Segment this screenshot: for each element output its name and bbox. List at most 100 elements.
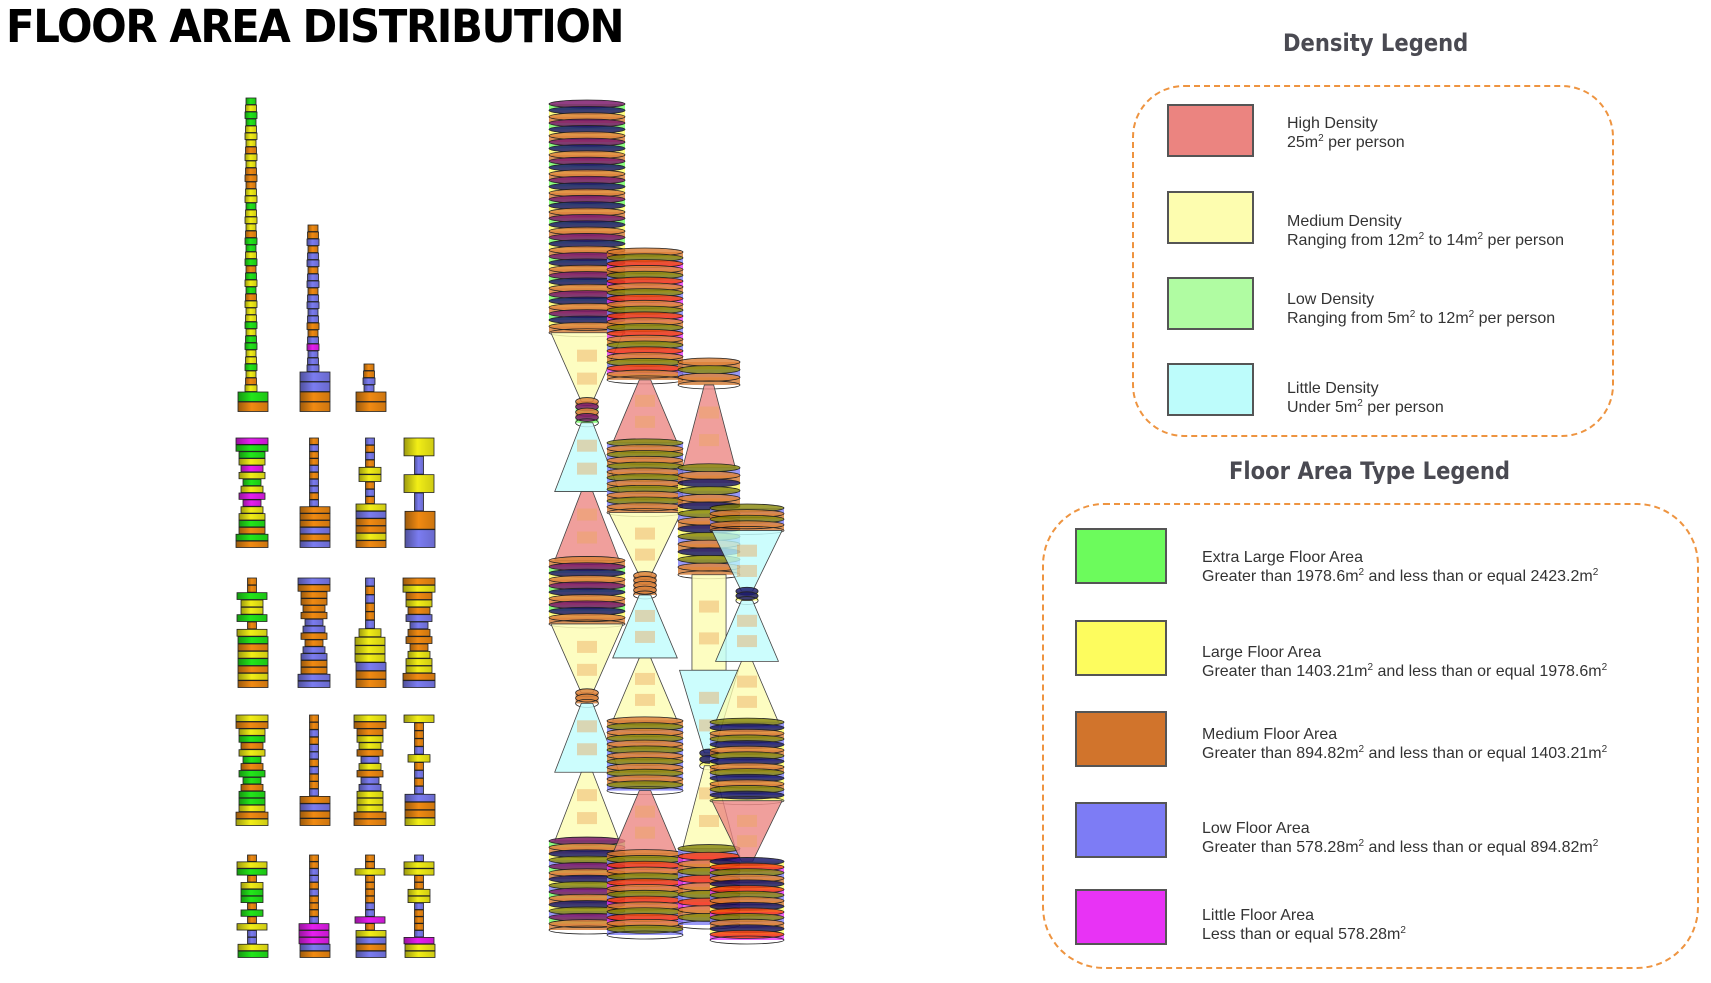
floor-plate: [244, 279, 258, 287]
base-plate: [355, 510, 387, 519]
stack-bottom-edge: [606, 930, 684, 940]
floor-plate: [307, 245, 319, 253]
stick-stack-r2-c2: [299, 437, 331, 548]
floor-plate: [245, 377, 257, 385]
floor-plate: [245, 139, 257, 147]
floor-plate: [365, 882, 375, 890]
floor-plate: [236, 592, 268, 600]
floor-plate: [309, 444, 319, 452]
floor-plate: [407, 628, 431, 637]
floor-slab-top: [677, 357, 741, 367]
density-desc: Under 5m2 per person: [1287, 398, 1444, 417]
floor-plate: [245, 202, 257, 210]
base-plate: [404, 529, 436, 548]
base-plate: [299, 540, 331, 548]
floor-plate: [245, 307, 257, 315]
floor-plate: [245, 181, 257, 189]
base-plate: [299, 391, 331, 402]
floor-plate: [309, 759, 319, 767]
floor-plate: [297, 673, 331, 682]
floor-plate: [414, 875, 424, 883]
floor-plate: [307, 231, 319, 239]
floor-plate: [354, 916, 386, 924]
floor-slab-top: [735, 591, 759, 601]
density-swatch-high: [1167, 104, 1254, 157]
inner-floor-ghost: [737, 814, 757, 827]
high-density-core: [612, 790, 678, 855]
base-plate: [299, 513, 331, 521]
floor-plate: [356, 790, 384, 799]
floor-slab-top: [548, 613, 626, 623]
inner-floor-ghost: [635, 394, 655, 407]
floor-plate: [365, 875, 375, 883]
base-plate: [299, 950, 331, 958]
density-desc: 25m2 per person: [1287, 133, 1405, 152]
floor-plate: [244, 237, 258, 245]
floor-plate: [307, 294, 319, 302]
floor-plate: [244, 153, 258, 161]
floor-plate: [306, 259, 320, 267]
inner-floor-ghost: [635, 672, 655, 685]
base-plate: [299, 810, 331, 819]
floor-plate: [306, 364, 320, 372]
floor-plate: [405, 599, 433, 608]
inner-floor-ghost: [635, 693, 655, 706]
floor-plate: [307, 252, 319, 260]
floor-plate: [300, 632, 328, 640]
floor-plate: [356, 804, 384, 813]
floor-plate: [365, 481, 375, 490]
floor-plate: [358, 466, 382, 475]
floor-plate: [365, 861, 375, 869]
floor-plate: [409, 643, 429, 652]
floor-plate: [306, 280, 320, 288]
floor-plate: [402, 672, 436, 681]
floor-legend-title: Floor Area Type Legend: [1229, 457, 1510, 485]
floor-plate: [309, 465, 319, 473]
floor-plate: [244, 300, 258, 308]
tower-4: [709, 503, 785, 945]
floor-plate: [245, 167, 257, 175]
floor-plate: [353, 811, 387, 819]
floor-plate: [309, 714, 319, 723]
stick-stack-r5-c1: [236, 854, 269, 958]
floor-plate: [240, 763, 264, 771]
floor-plate: [245, 272, 257, 280]
floor-plate: [414, 730, 424, 739]
floor-plate: [309, 882, 319, 890]
floor-slab-top: [677, 463, 741, 473]
floor-plate: [405, 592, 433, 600]
floor-plate: [240, 599, 264, 608]
floor-plate: [245, 209, 257, 217]
floor-plate: [414, 930, 424, 938]
floor-plate: [247, 937, 257, 945]
inner-floor-ghost: [577, 720, 597, 733]
floor-plate: [365, 895, 375, 903]
floor-plate: [414, 882, 424, 890]
inner-floor-ghost: [699, 600, 719, 613]
stick-stack-r3-c1: [236, 577, 269, 688]
floor-plate: [414, 770, 424, 779]
inner-floor-ghost: [635, 609, 655, 622]
floor-slab-top: [677, 486, 741, 496]
floor-plate: [414, 923, 424, 931]
floor-plate: [238, 790, 266, 799]
inner-floor-ghost: [635, 826, 655, 839]
base-plate: [404, 943, 436, 952]
floor-name: Large Floor Area: [1202, 644, 1322, 661]
floor-plate: [244, 342, 258, 350]
floor-desc: Greater than 894.82m2 and less than or e…: [1202, 744, 1608, 763]
floor-plate: [309, 902, 319, 910]
stick-stack-r2-c3: [355, 437, 387, 548]
floor-plate: [353, 818, 387, 826]
base-plate: [355, 532, 387, 541]
inner-floor-ghost: [577, 812, 597, 825]
floor-plate: [307, 336, 319, 344]
base-plate: [355, 540, 387, 548]
floor-plate: [300, 666, 328, 675]
floor-plate: [414, 854, 424, 862]
base-plate: [404, 801, 436, 811]
floor-plate: [307, 308, 319, 316]
floor-plate: [247, 875, 257, 883]
